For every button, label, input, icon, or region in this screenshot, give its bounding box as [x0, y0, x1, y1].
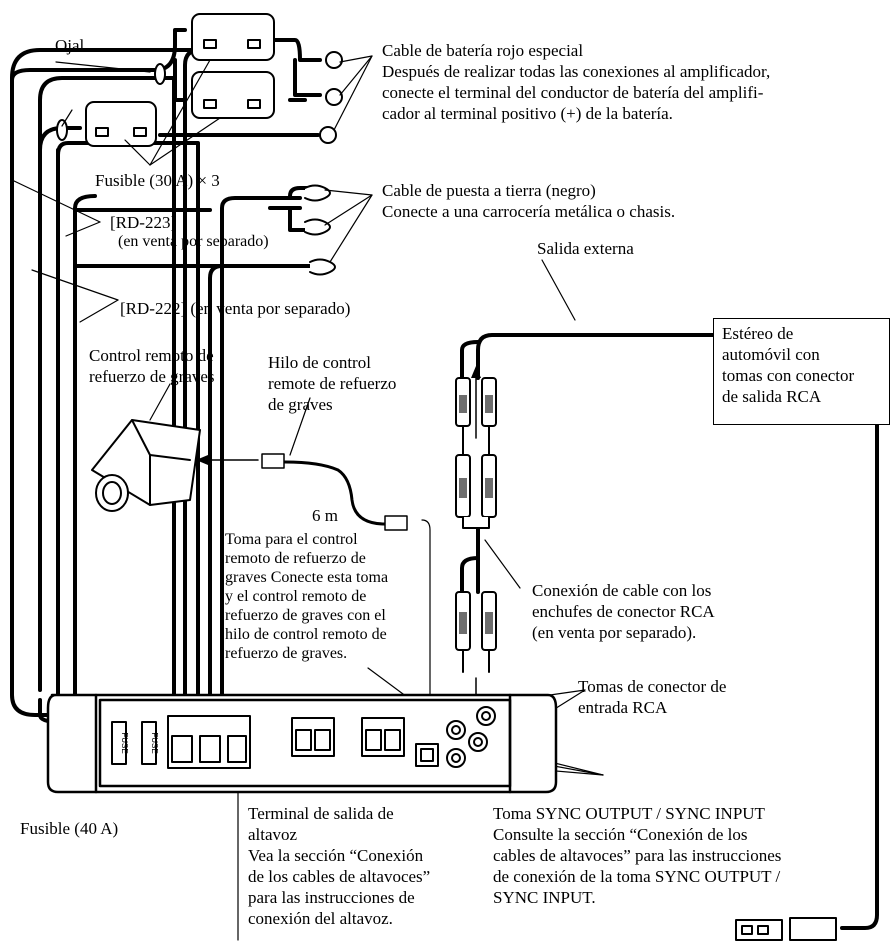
salida-externa-label: Salida externa: [537, 239, 634, 258]
power-cables: [10, 48, 327, 737]
rca-input-label-1: Tomas de conector de: [578, 677, 727, 696]
control-wire: [283, 460, 387, 526]
stereo-line-4: de salida RCA: [722, 387, 822, 406]
control-wire-label-3: de graves: [268, 395, 333, 414]
speaker-terminal-1: [291, 717, 335, 757]
stereo-line-1: Estéreo de: [722, 324, 794, 343]
speaker-label-2: altavoz: [248, 825, 298, 844]
control-wire-label-1: Hilo de control: [268, 353, 371, 372]
stereo-cable: [460, 333, 879, 930]
jack-note-2: remoto de refuerzo de: [225, 550, 366, 567]
rd223-label: [RD-223]: [110, 213, 177, 232]
stereo-line-2: automóvil con: [722, 345, 820, 364]
stereo-box: Estéreo de automóvil con tomas con conec…: [713, 318, 890, 425]
fuse-30a-label: Fusible (30 A) × 3: [95, 171, 220, 190]
jack-note-4: y el control remoto de: [225, 588, 367, 605]
control-plugs: [261, 453, 408, 531]
speaker-label-4: de los cables de altavoces”: [248, 867, 431, 886]
sync-label-2: Consulte la sección “Conexión de los: [493, 825, 748, 844]
battery-note-line-3: cador al terminal positivo (+) de la bat…: [382, 104, 673, 123]
rca-cable-label-1: Conexión de cable con los: [532, 581, 712, 600]
remote-label-1: Control remoto de: [89, 346, 214, 365]
ojal-label: Ojal: [55, 36, 85, 55]
jack-note-5: refuerzo de graves con el: [225, 607, 386, 624]
rca-cable-label-2: enchufes de conector RCA: [532, 602, 715, 621]
stereo-plugs: [735, 917, 837, 941]
speaker-label-3: Vea la sección “Conexión: [248, 846, 424, 865]
length-label: 6 m: [312, 506, 338, 525]
jack-note-6: hilo de control remoto de: [225, 626, 387, 643]
speaker-terminal-2: [361, 717, 405, 757]
stereo-line-3: tomas con conector: [722, 366, 855, 385]
ring-terminals: [304, 51, 343, 276]
jack-note-3: graves Conecte esta toma: [225, 569, 389, 586]
rca-input-jacks: [446, 706, 496, 768]
rd222-label: [RD-222] (en venta por separado): [120, 299, 351, 318]
ground-cable-label: Cable de puesta a tierra (negro): [382, 181, 596, 200]
amp-fuses: [111, 721, 157, 765]
sync-label-5: SYNC INPUT.: [493, 888, 596, 907]
speaker-label-5: para las instrucciones de: [248, 888, 415, 907]
battery-note-line-2: conecte el terminal del conductor de bat…: [382, 83, 764, 102]
jack-note-7: refuerzo de graves.: [225, 645, 348, 662]
rca-input-label-2: entrada RCA: [578, 698, 668, 717]
remote-control: [91, 419, 201, 512]
battery-note-line-1: Después de realizar todas las conexiones…: [382, 62, 771, 81]
jack-note-1: Toma para el control: [225, 531, 358, 548]
rca-cable-label-3: (en venta por separado).: [532, 623, 697, 642]
power-terminal: [167, 715, 251, 769]
ground-note-label: Conecte a una carrocería metálica o chas…: [382, 202, 676, 221]
control-wire-label-2: remote de refuerzo: [268, 374, 397, 393]
fuse-label-2: FUSE: [150, 732, 159, 753]
rd223-note: (en venta por separado): [118, 233, 269, 250]
grommets: [56, 63, 166, 141]
rca-plug-fills: [459, 395, 493, 634]
fuse-30a-holders: [85, 13, 275, 147]
sync-label-3: cables de altavoces” para las instruccio…: [493, 846, 782, 865]
fuse-40a-label: Fusible (40 A): [20, 819, 119, 838]
sync-label-4: de conexión de la toma SYNC OUTPUT /: [493, 867, 781, 886]
sync-label-1: Toma SYNC OUTPUT / SYNC INPUT: [493, 804, 765, 823]
remote-jack: [415, 743, 439, 767]
battery-cable-label: Cable de batería rojo especial: [382, 41, 584, 60]
remote-label-2: refuerzo de graves: [89, 367, 215, 386]
speaker-label-1: Terminal de salida de: [248, 804, 394, 823]
speaker-label-6: conexión del altavoz.: [248, 909, 393, 928]
fuse-label-1: FUSE: [120, 732, 129, 753]
